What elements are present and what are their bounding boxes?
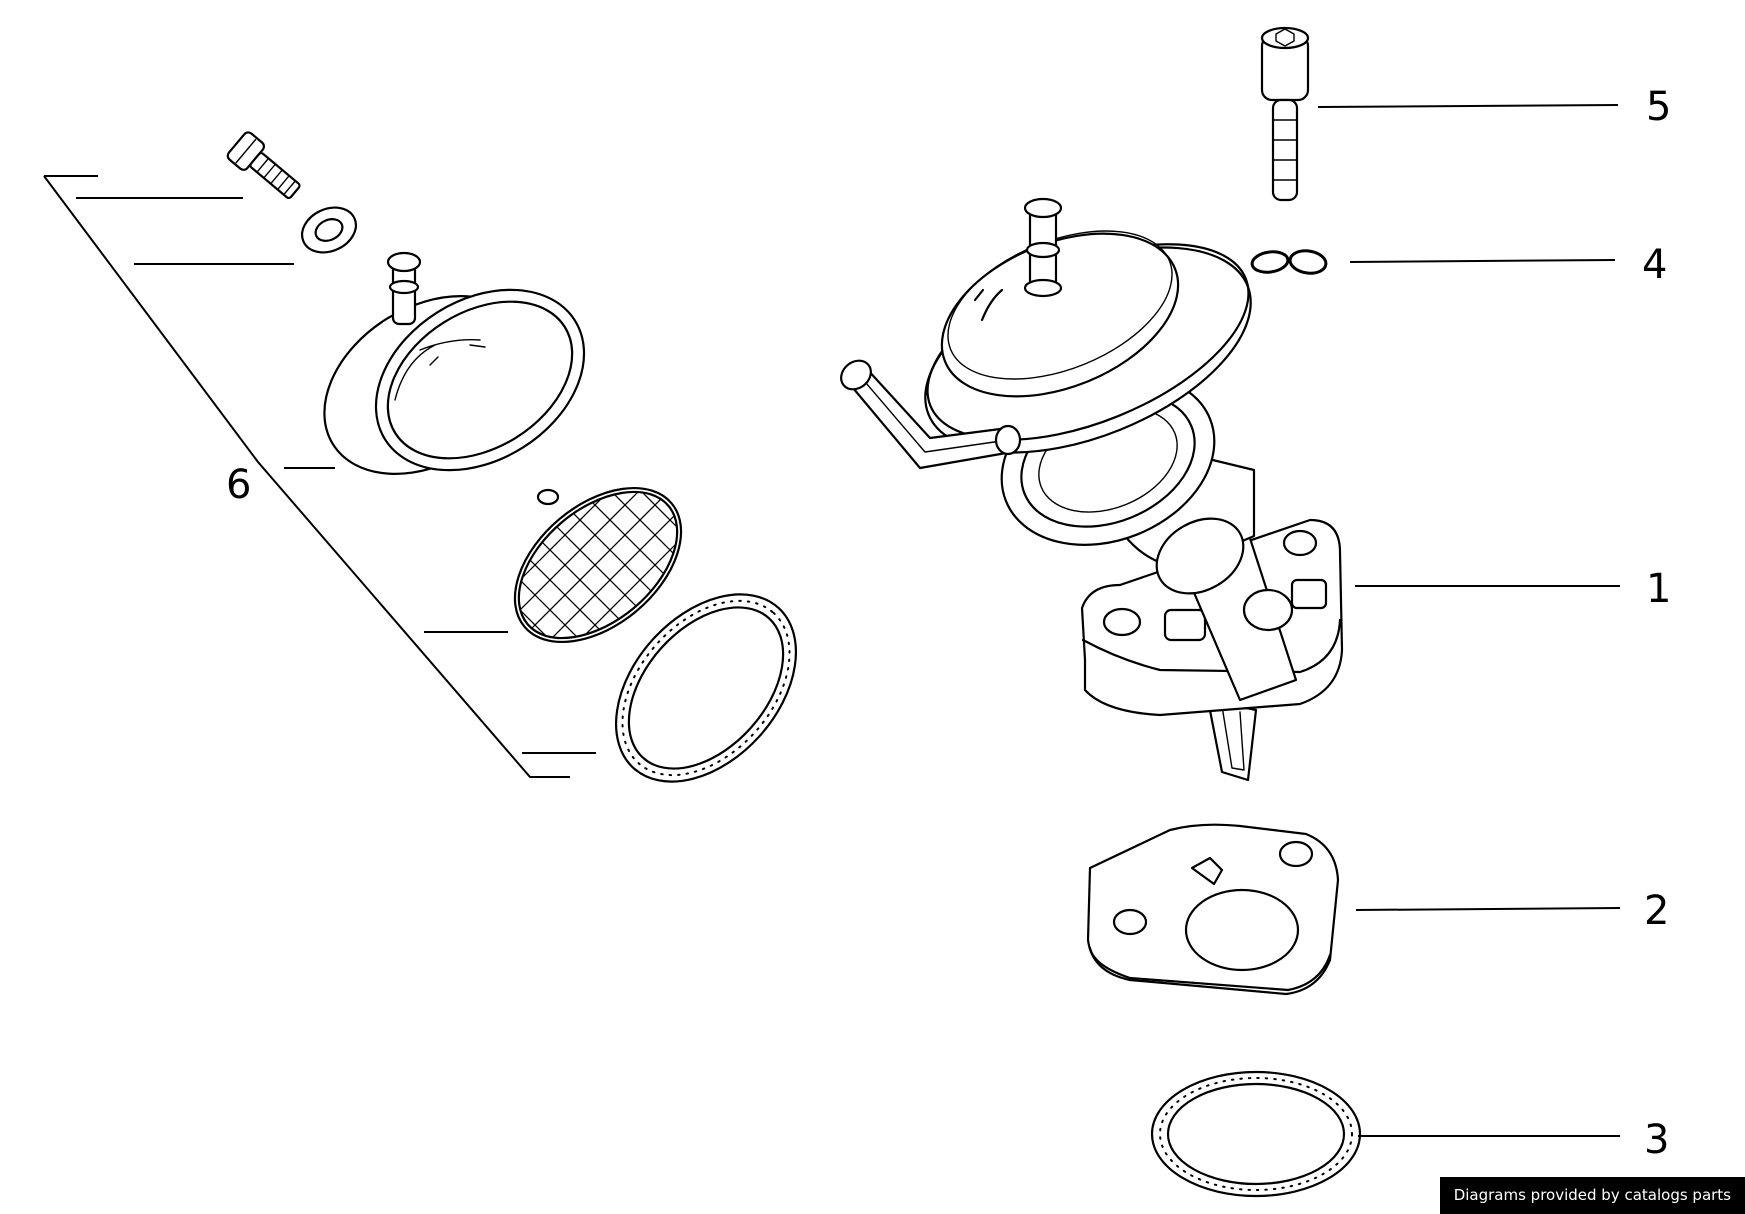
callout-6: 6 <box>226 462 251 508</box>
small-washer <box>301 206 357 254</box>
callout-5: 5 <box>1646 84 1671 130</box>
callout-6-bracket <box>43 175 596 778</box>
credit-badge: Diagrams provided by catalogs parts <box>1439 1177 1745 1214</box>
o-ring-gasket <box>1150 1070 1362 1198</box>
small-screw <box>226 131 301 200</box>
bolt <box>1260 26 1310 202</box>
pump-cover <box>323 251 586 475</box>
base-gasket <box>1086 823 1340 996</box>
callout-1: 1 <box>1646 566 1671 612</box>
callout-4: 4 <box>1642 242 1667 288</box>
fuel-pump <box>840 197 1344 782</box>
lock-washer <box>1250 249 1328 275</box>
callout-3: 3 <box>1644 1117 1669 1163</box>
callout-2: 2 <box>1644 888 1669 934</box>
cover-gasket <box>614 593 798 783</box>
callout-leaders <box>1317 104 1621 1137</box>
